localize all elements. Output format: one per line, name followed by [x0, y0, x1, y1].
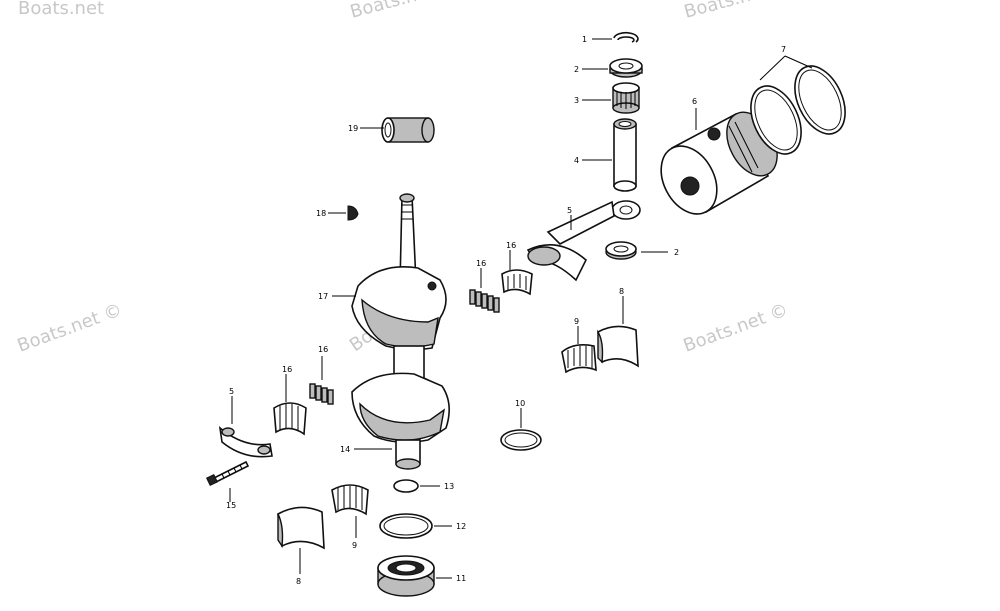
part-10-retaining-ring [500, 429, 542, 451]
callout-4: 4 [574, 156, 579, 165]
callout-3: 3 [574, 96, 579, 105]
part-19-bearing [381, 117, 435, 143]
callout-9-lower: 9 [352, 541, 357, 550]
callout-16-left: 16 [318, 345, 328, 354]
part-7-piston-rings [750, 65, 846, 155]
part-8-bearing-race-lower [277, 506, 325, 550]
part-8-bearing-race-right [597, 325, 639, 368]
watermark-left: Boats.net © [15, 299, 125, 356]
callout-6: 6 [692, 97, 697, 106]
callout-2-top: 2 [574, 65, 579, 74]
part-18-woodruff-key [347, 205, 359, 221]
part-6-piston [660, 111, 778, 215]
callout-17: 17 [318, 292, 328, 301]
callout-14: 14 [340, 445, 350, 454]
part-5-connecting-rod [526, 200, 641, 282]
part-17-crankshaft [351, 193, 450, 470]
part-16-caged-bearing-upper [501, 269, 533, 296]
callout-16-upper: 16 [476, 259, 486, 268]
callout-15: 15 [226, 501, 236, 510]
part-2-thrust-washer [609, 58, 643, 78]
callout-10: 10 [515, 399, 525, 408]
callout-5-rod: 5 [567, 206, 572, 215]
part-15-screw [205, 460, 250, 487]
watermark-top-center: Boats.net [348, 0, 437, 23]
callout-19: 19 [348, 124, 358, 133]
callout-1: 1 [582, 35, 587, 44]
callout-5-cap: 5 [229, 387, 234, 396]
callout-7: 7 [781, 45, 786, 54]
callout-13: 13 [444, 482, 454, 491]
part-9-bearing-half-lower [331, 484, 369, 516]
watermark-right: Boats.net © [681, 299, 791, 356]
part-2-thrust-washer-lower [605, 241, 637, 260]
callout-16-left-lower: 16 [282, 365, 292, 374]
part-1-retaining-ring [613, 31, 639, 43]
callout-8-lower: 8 [296, 577, 301, 586]
watermark-top-left: Boats.net [18, 0, 104, 19]
part-5-rod-cap [218, 426, 273, 458]
watermark-top-right: Boats.net [682, 0, 771, 23]
callout-12: 12 [456, 522, 466, 531]
part-16-needles-upper [469, 289, 500, 313]
part-3-needle-bearing [612, 82, 640, 114]
callout-9-right: 9 [574, 317, 579, 326]
part-13-o-ring [393, 479, 419, 493]
callout-11: 11 [456, 574, 466, 583]
part-9-bearing-half-right [561, 344, 597, 374]
part-16-caged-bearing-left [273, 402, 307, 436]
part-16-needles-left [309, 383, 334, 405]
part-4-wrist-pin [613, 118, 637, 192]
callout-16-upper-right: 16 [506, 241, 516, 250]
callout-18: 18 [316, 209, 326, 218]
callout-8-right: 8 [619, 287, 624, 296]
part-12-sealing-ring [379, 513, 433, 539]
part-11-ball-bearing [377, 555, 435, 597]
callout-2-bottom: 2 [674, 248, 679, 257]
